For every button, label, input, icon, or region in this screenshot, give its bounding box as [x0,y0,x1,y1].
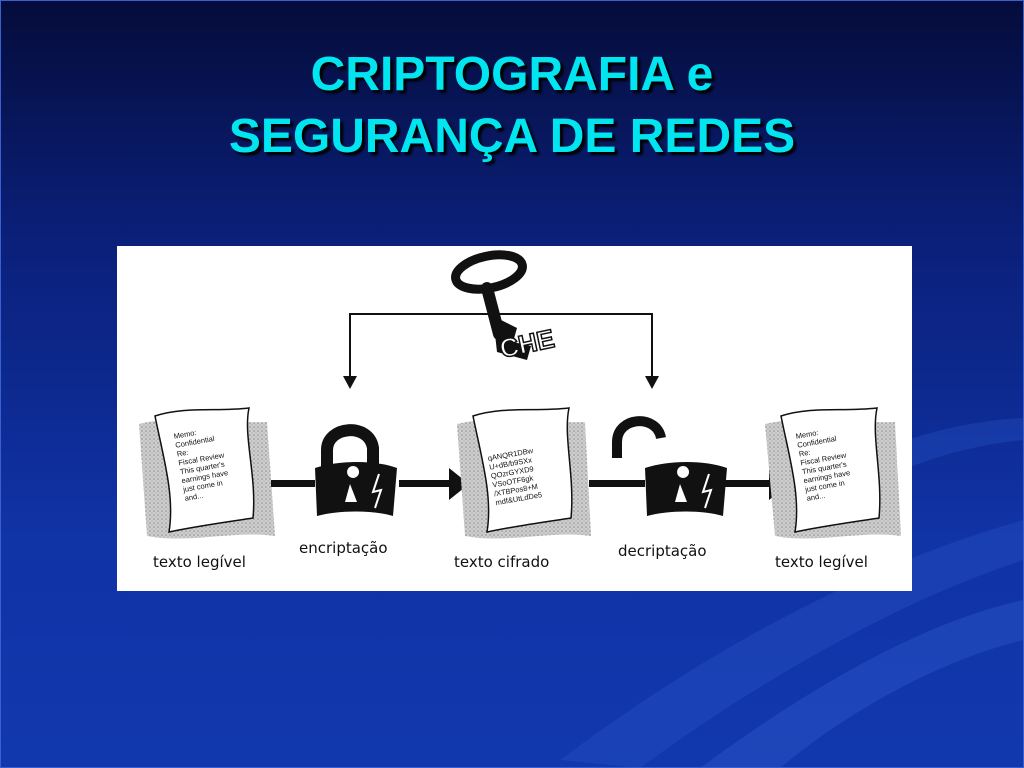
key-connector [343,313,659,389]
plaintext-document-left [139,407,275,539]
title-line-2: SEGURANÇA DE REDES [228,110,796,163]
caption-decryption: decriptação [618,542,707,560]
ciphertext-document [457,407,591,539]
arrow-to-lock-1 [271,480,315,487]
arrow-cipher-to-lock-2 [589,480,645,487]
title-line-1: CRIPTOGRAFIA e [310,48,714,101]
arrow-lock1-to-cipher [399,468,469,500]
caption-plaintext-left: texto legível [153,553,246,571]
plaintext-document-right [765,407,901,539]
encryption-diagram: CHE [117,246,912,591]
key-icon [451,250,531,360]
open-lock-icon [612,416,727,516]
closed-lock-icon [315,424,397,516]
caption-ciphertext: texto cifrado [454,553,550,571]
slide-title: CRIPTOGRAFIA e SEGURANÇA DE REDES [0,44,1024,168]
doc-2-text: qANQR1DBw U+dB/b9SXx QOzrGYXD9 VSoOTF6gk… [487,446,543,507]
diagram-graphics: CHE [139,250,901,539]
caption-plaintext-right: texto legível [775,553,868,571]
caption-encryption: encriptação [299,539,388,557]
